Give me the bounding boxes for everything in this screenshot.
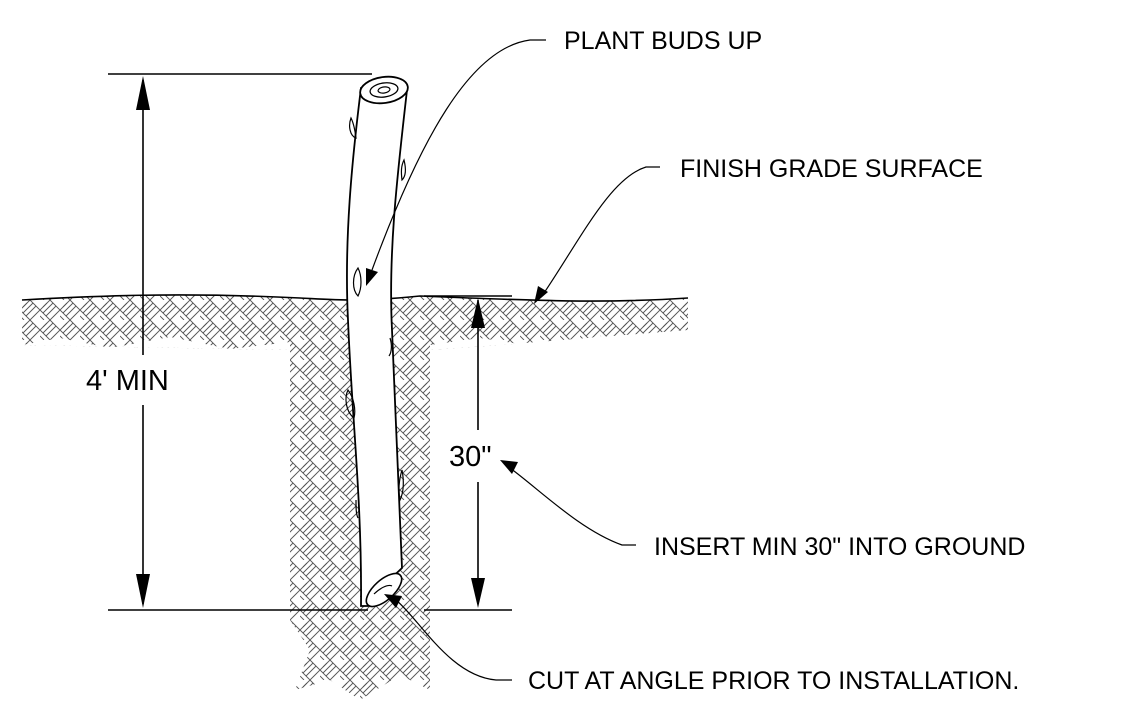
leader-insert-min	[500, 460, 636, 546]
leader-plant-buds-up	[366, 39, 546, 286]
leader-cut-at-angle	[384, 594, 512, 681]
embed-depth-label: 30"	[449, 441, 492, 473]
insert-min-label: INSERT MIN 30" INTO GROUND	[654, 533, 1025, 561]
finish-grade-surface-label: FINISH GRADE SURFACE	[680, 155, 983, 183]
overall-length-dimension	[108, 73, 372, 611]
leader-finish-grade	[534, 166, 660, 304]
overall-length-label: 4' MIN	[86, 365, 169, 397]
embed-depth-dimension	[424, 295, 512, 611]
cut-at-angle-label: CUT AT ANGLE PRIOR TO INSTALLATION.	[528, 667, 1019, 695]
plant-buds-up-label: PLANT BUDS UP	[564, 27, 762, 55]
